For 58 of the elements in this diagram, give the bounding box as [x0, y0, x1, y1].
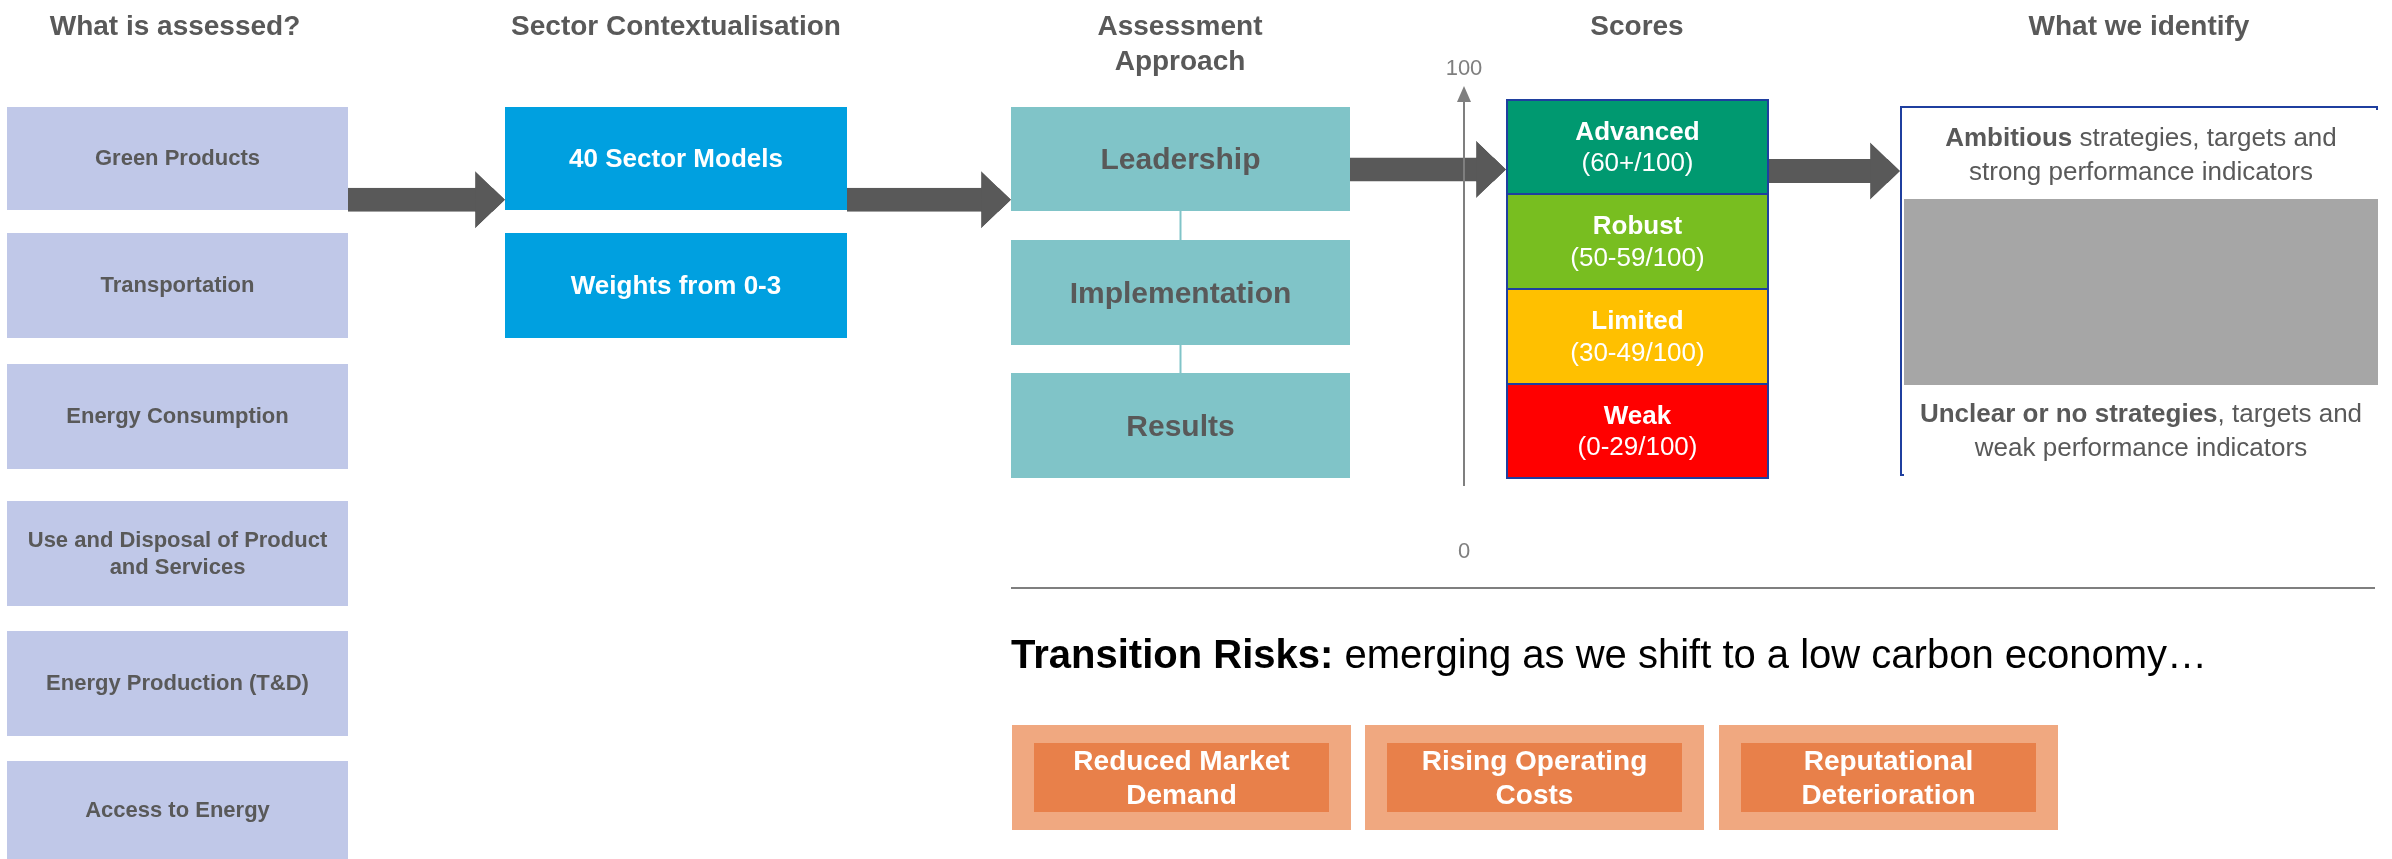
score-range: (60+/100) [1581, 147, 1694, 179]
step-box [1011, 240, 1350, 345]
category-label: Energy Production (T&D) [46, 670, 309, 697]
empty-box [1904, 199, 2378, 385]
axis-tick-label: 100 [1444, 55, 1484, 81]
block-arrow [1350, 140, 1506, 199]
score-band [1506, 383, 1769, 479]
result-text: Unclear or no strategies, targets and weak performance indicators [1918, 396, 2364, 464]
category-label: Energy Consumption [66, 403, 289, 430]
column-heading: Scores [1589, 9, 1685, 43]
result-text: Ambitious strategies, targets and strong performance indicators [1944, 120, 2338, 188]
step-label: Leadership [1100, 141, 1261, 177]
risk-box [1365, 725, 1704, 830]
block-arrow [1769, 142, 1900, 200]
category-label: Use and Disposal of Product and Services [26, 527, 329, 580]
score-name: Limited [1591, 305, 1684, 337]
block-arrow [847, 170, 1011, 229]
category-label: Green Products [94, 145, 260, 172]
score-name: Advanced [1575, 115, 1700, 147]
score-range: (30-49/100) [1570, 336, 1705, 368]
sector-label: 40 Sector Models [569, 142, 783, 175]
column-heading: What is assessed? [48, 9, 302, 43]
score-band [1506, 288, 1769, 385]
category-box [7, 107, 348, 210]
section-title: Transition Risks: emerging as we shift to a low carbon economy… [1011, 632, 2208, 677]
score-band [1506, 193, 1769, 290]
category-box [7, 501, 348, 606]
score-band [1506, 99, 1769, 195]
step-box [1011, 373, 1350, 478]
score-name: Weak [1603, 399, 1672, 431]
risk-box [1012, 725, 1351, 830]
step-label: Implementation [1069, 274, 1292, 311]
sector-box [505, 107, 847, 210]
category-label: Transportation [100, 272, 255, 299]
step-box [1011, 107, 1350, 211]
risk-label: Reputational Deterioration [1741, 743, 2036, 812]
step-label: Results [1126, 407, 1235, 444]
risk-box [1719, 725, 2058, 830]
connector-line [1179, 210, 1182, 241]
risk-label: Rising Operating Costs [1387, 743, 1682, 812]
column-heading: Sector Contextualisation [510, 9, 842, 43]
sector-box [505, 233, 847, 338]
category-label: Access to Energy [85, 796, 270, 824]
block-arrow [348, 170, 505, 229]
category-box [7, 761, 348, 859]
risk-label: Reduced Market Demand [1034, 743, 1329, 812]
column-heading: What we identify [2027, 9, 2251, 43]
score-name: Robust [1592, 210, 1683, 242]
connector-line [1179, 344, 1182, 374]
sector-label: Weights from 0-3 [570, 269, 782, 302]
score-range: (0-29/100) [1577, 431, 1698, 463]
category-box [7, 233, 348, 338]
column-heading: Assessment Approach [1096, 9, 1264, 78]
score-range: (50-59/100) [1570, 241, 1705, 273]
axis-tick-label: 0 [1456, 538, 1472, 564]
category-box [7, 631, 348, 736]
empty-box [1900, 106, 2378, 476]
category-box [7, 364, 348, 469]
